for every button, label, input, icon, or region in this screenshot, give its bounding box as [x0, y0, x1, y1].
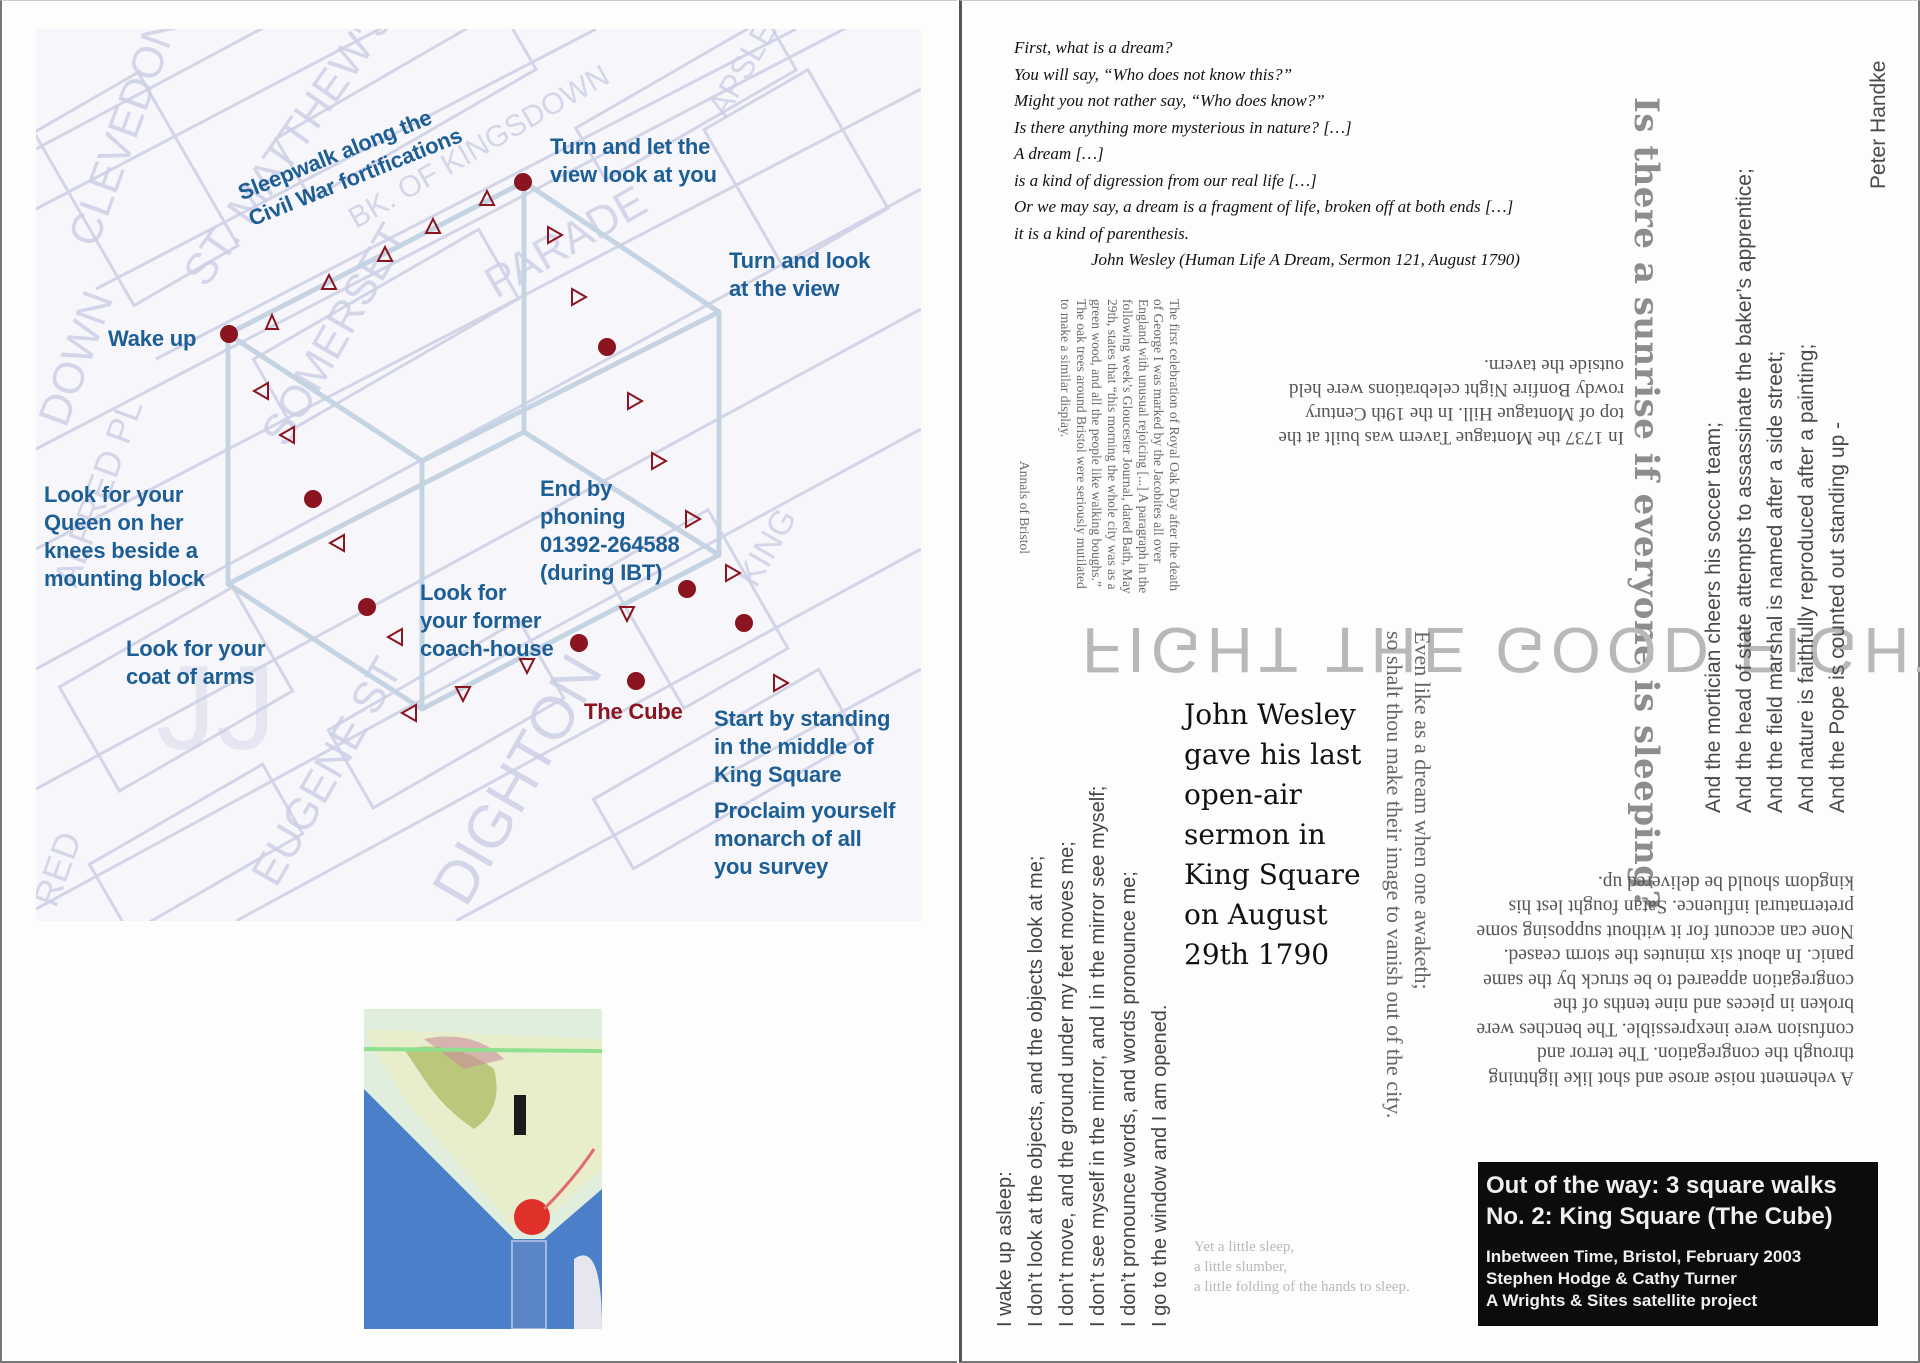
sermon-line: King Square	[1184, 858, 1361, 891]
psalm-quote: Even like as a dream when one awaketh; s…	[1380, 631, 1436, 1118]
right-page: First, what is a dream? You will say, “W…	[959, 0, 1920, 1363]
royal-oak-paragraph: The first celebration of Royal Oak Day a…	[1058, 299, 1183, 594]
poem-line: I don’t move, and the ground under my fe…	[1056, 841, 1078, 1327]
quote-line: Or we may say, a dream is a fragment of …	[1014, 197, 1514, 216]
poem-line: And the mortician cheers his soccer team…	[1702, 421, 1725, 813]
psalm-line: Even like as a dream when one awaketh;	[1410, 631, 1435, 990]
wesley-sermon-block: John Wesley gave his last open-air sermo…	[1184, 695, 1361, 975]
street-map-background: CLEVEDON ST. MATTHEW'S BK. OF KINGSDOWN …	[36, 29, 921, 921]
label-turn-look-view: Turn and look at the view	[729, 248, 871, 301]
poem-line: And the field marshal is named after a s…	[1764, 350, 1787, 813]
label-proclaim: Proclaim yourself monarch of all you sur…	[714, 798, 896, 879]
sermon-line: sermon in	[1184, 818, 1326, 851]
poem-line: I wake up asleep:	[994, 1171, 1016, 1327]
poem-line: And the Pope is counted out standing up …	[1826, 421, 1849, 813]
sunrise-title: Is there a sunrise if everyone is sleepi…	[1626, 97, 1666, 910]
psalm-line: so shalt thou make their image to vanish…	[1382, 631, 1407, 1119]
sermon-line: on August	[1184, 898, 1328, 931]
label-wake-up: Wake up	[108, 326, 197, 351]
poem-line: I go to the window and I am opened.	[1149, 1004, 1171, 1327]
poem-line: I don’t pronounce words, and words prono…	[1118, 871, 1140, 1327]
series-title: Out of the way: 3 square walks	[1486, 1172, 1837, 1199]
cocktail-photo	[364, 1009, 602, 1329]
event-info: Inbetween Time, Bristol, February 2003	[1486, 1247, 1802, 1266]
proverb-line: Yet a little sleep,	[1194, 1239, 1295, 1255]
route-markers	[220, 173, 791, 723]
cube-diagram	[225, 179, 722, 712]
project-credit: A Wrights & Sites satellite project	[1486, 1291, 1758, 1310]
sermon-line: 29th 1790	[1184, 938, 1330, 971]
poem-line: I don’t see myself in the mirror, and I …	[1087, 785, 1109, 1327]
walk-title: No. 2: King Square (The Cube)	[1486, 1203, 1833, 1230]
quote-line: is a kind of digression from our real li…	[1014, 170, 1317, 190]
poem-line: And the head of state attempts to assass…	[1733, 168, 1756, 813]
wake-up-asleep-poem: I wake up asleep: I don’t look at the ob…	[990, 786, 1176, 1327]
quote-line: First, what is a dream?	[1014, 38, 1173, 57]
title-box: Out of the way: 3 square walks No. 2: Ki…	[1478, 1162, 1878, 1326]
montague-tavern-paragraph: In 1737 the Montague Tavern was built at…	[1278, 355, 1624, 448]
poem-line: I don’t look at the objects, and the obj…	[1025, 855, 1047, 1327]
label-look-coach-house: Look for your former coach-house	[420, 580, 554, 661]
handke-poem: And the mortician cheers his soccer team…	[1698, 168, 1853, 813]
proverb-line: a little slumber,	[1194, 1259, 1288, 1275]
wesley-dream-quote: First, what is a dream? You will say, “W…	[1014, 35, 1520, 274]
svg-text:JJ: JJ	[156, 641, 276, 775]
quote-line: Might you not rather say, “Who does know…	[1014, 91, 1325, 110]
sermon-line: open-air	[1184, 778, 1302, 811]
storm-paragraph: A vehement noise arose and shot like lig…	[1476, 871, 1854, 1089]
quote-line: You will say, “Who does not know this?”	[1014, 64, 1293, 84]
proverb-line: a little folding of the hands to sleep.	[1194, 1279, 1410, 1295]
sermon-line: gave his last	[1184, 738, 1362, 771]
label-look-coat-arms: Look for your coat of arms	[126, 636, 266, 689]
label-start-standing: Start by standing in the middle of King …	[714, 706, 891, 787]
handke-author: Peter Handke	[1867, 60, 1890, 189]
left-page: CLEVEDON ST. MATTHEW'S BK. OF KINGSDOWN …	[0, 0, 957, 1363]
authors: Stephen Hodge & Cathy Turner	[1486, 1269, 1737, 1288]
poem-line: And nature is faithfully reproduced afte…	[1795, 343, 1818, 813]
label-end-phoning: End by phoning 01392-264588 (during IBT)	[540, 476, 680, 585]
label-the-cube: The Cube	[584, 699, 683, 724]
annals-of-bristol-source: Annals of Bristol	[1017, 461, 1032, 554]
map-pattern: CLEVEDON ST. MATTHEW'S BK. OF KINGSDOWN …	[36, 29, 921, 921]
quote-attribution: John Wesley (Human Life A Dream, Sermon …	[1091, 250, 1520, 269]
quote-line: A dream […]	[1014, 144, 1104, 163]
proverb-quote: Yet a little sleep, a little slumber, a …	[1194, 1237, 1410, 1297]
quote-line: Is there anything more mysterious in nat…	[1014, 117, 1352, 137]
quote-line: it is a kind of parenthesis.	[1014, 223, 1190, 243]
label-look-queen: Look for your Queen on her knees beside …	[44, 482, 205, 591]
label-turn-let-view: Turn and let the view look at you	[550, 134, 717, 187]
sermon-line: John Wesley	[1184, 698, 1356, 731]
